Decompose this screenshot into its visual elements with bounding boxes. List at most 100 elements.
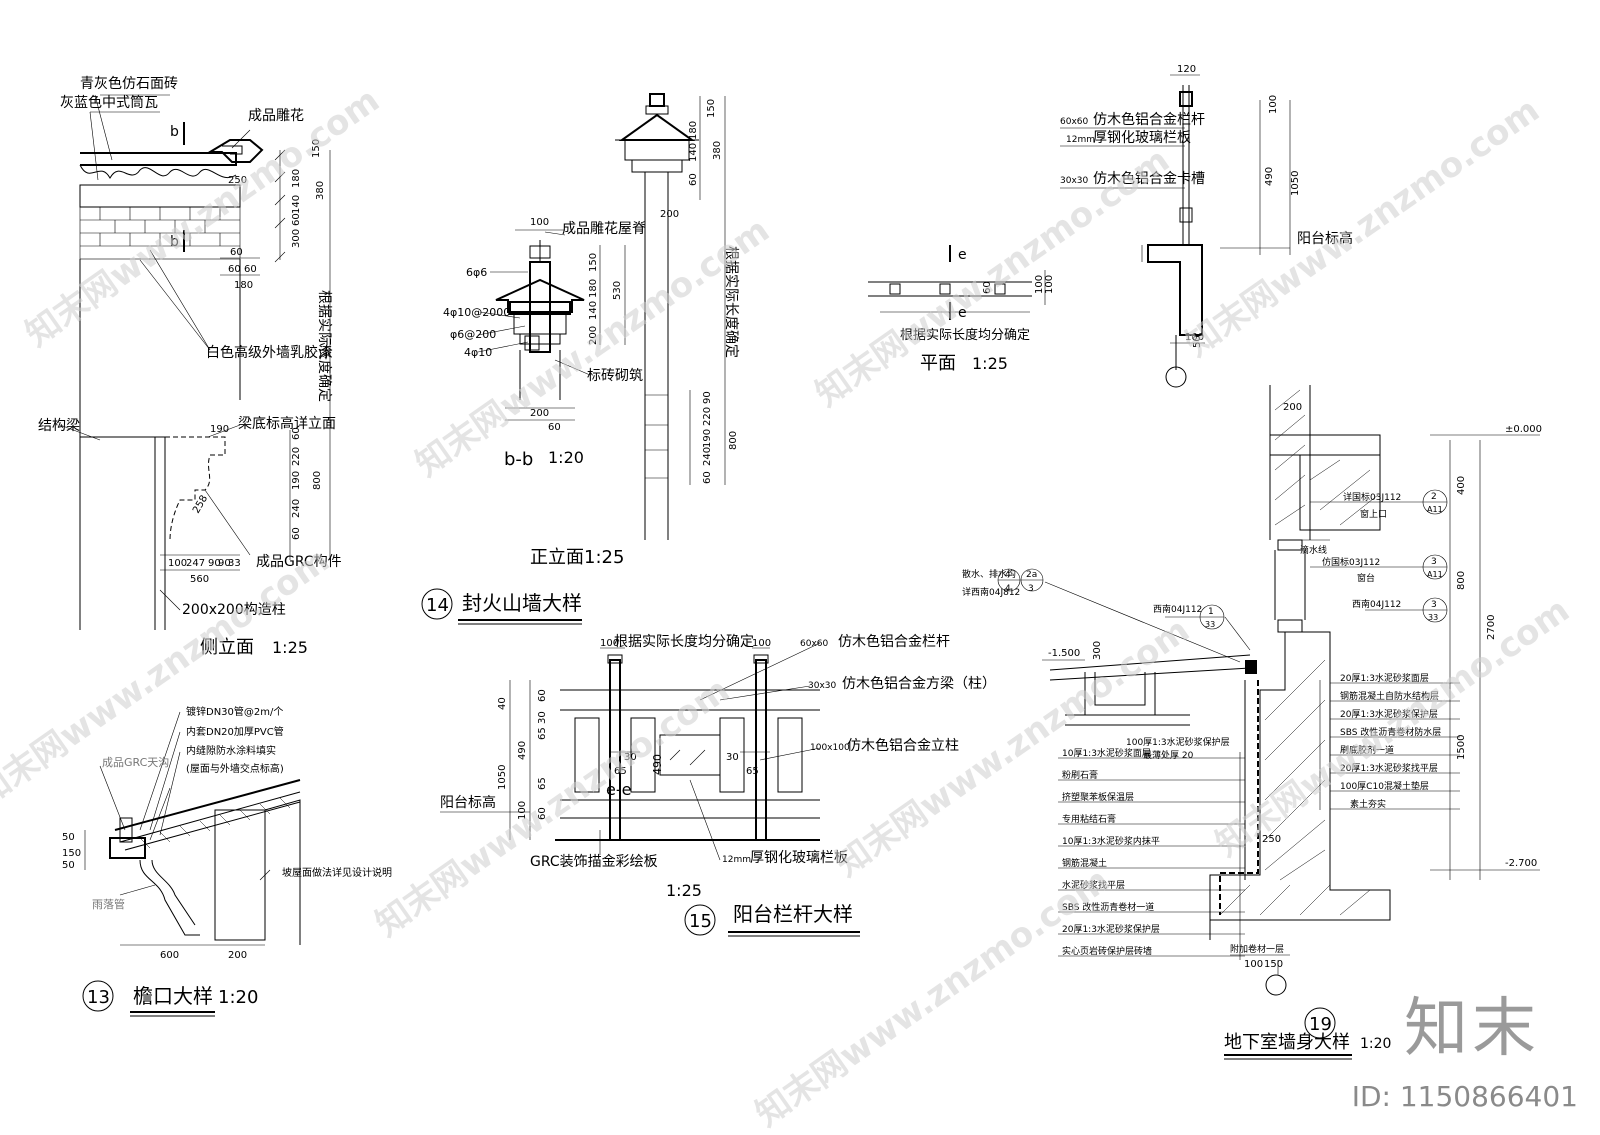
front-elevation-dims: 150 180 380 140 60 200 90 220 800 190 24… [660, 99, 739, 484]
railing-section-drawing [1060, 74, 1291, 388]
svg-text:30: 30 [537, 711, 548, 724]
ref-2-n: 3 [1431, 600, 1437, 610]
plan-length-label: 根据实际长度均分确定 [900, 327, 1030, 343]
basement-number: 19 [1309, 1014, 1332, 1035]
svg-text:90: 90 [702, 391, 713, 404]
svg-text:钢筋混凝土自防水结构层: 钢筋混凝土自防水结构层 [1340, 690, 1439, 702]
svg-text:刷底胶剂一道: 刷底胶剂一道 [1340, 744, 1394, 756]
balcony-label-rail: 仿木色铝合金栏杆 [838, 633, 950, 650]
ref-0-sub: 窗上口 [1360, 508, 1387, 520]
svg-text:180: 180 [234, 280, 253, 291]
detail-circle-15 [684, 904, 716, 936]
label-length-front: 根据实际长度确定 [723, 246, 739, 358]
svg-text:100: 100 [1244, 959, 1263, 970]
ref-3-n: 1 [1208, 607, 1214, 617]
fire-wall-number: 14 [426, 595, 449, 616]
balcony-label-post: 仿木色铝合金立柱 [847, 737, 959, 754]
detail-circle-19 [1304, 1007, 1336, 1039]
plan-section-mark-top: e [958, 247, 967, 263]
extra-layer: 附加卷材一层 [1230, 943, 1284, 955]
svg-text:200: 200 [228, 950, 247, 961]
drip-label: 滴水线 [1300, 544, 1327, 556]
svg-text:100: 100 [1044, 275, 1055, 294]
svg-text:1500: 1500 [1456, 735, 1467, 760]
protect-label: 100厚1:3水泥砂浆保护层 [1126, 736, 1230, 748]
svg-text:400: 400 [1456, 476, 1467, 495]
svg-text:100: 100 [517, 801, 528, 820]
svg-text:30: 30 [726, 752, 739, 763]
svg-text:水泥砂浆找平层: 水泥砂浆找平层 [1062, 879, 1125, 891]
label-ridge: 成品雕花屋脊 [562, 221, 646, 237]
label-roof-tile: 灰蓝色中式筒瓦 [60, 94, 158, 111]
svg-text:250: 250 [1262, 834, 1281, 845]
svg-text:100: 100 [752, 638, 771, 649]
svg-text:240: 240 [291, 499, 302, 518]
eave-label-downpipe: 雨落管 [92, 897, 125, 911]
rebar-4phi10-2000: 4φ10@2000 [443, 306, 510, 319]
svg-text:钢筋混凝土: 钢筋混凝土 [1062, 857, 1107, 869]
spec-12mm: 12mm [1066, 135, 1095, 145]
balcony-label-level: 阳台标高 [440, 794, 496, 811]
basement-title: 地下室墙身大样 [1224, 1032, 1350, 1053]
side-elevation-dims: 150 180 380 140 60 300 60 220 800 190 24… [168, 139, 326, 585]
side-elevation-title: 侧立面 [200, 637, 254, 658]
label-column: 200x200构造柱 [182, 602, 286, 618]
label-length-side: 根据实际长度确定 [316, 290, 332, 402]
svg-text:240: 240 [702, 447, 713, 466]
label-stone-tile: 青灰色仿石面砖 [80, 75, 178, 92]
ref-1-text: 仿国标03J112 [1322, 556, 1380, 568]
plan-scale: 1:25 [972, 354, 1008, 373]
svg-text:90: 90 [218, 558, 231, 569]
svg-text:20厚1:3水泥砂浆面层: 20厚1:3水泥砂浆面层 [1340, 672, 1429, 684]
balcony-title: 阳台栏杆大样 [733, 902, 853, 926]
svg-text:100: 100 [1185, 332, 1204, 343]
label-slot: 仿木色铝合金卡槽 [1093, 170, 1205, 187]
drain-mark-2: 4 [1005, 584, 1011, 594]
svg-text:60: 60 [702, 471, 713, 484]
svg-text:200: 200 [1283, 402, 1302, 413]
eave-label-pipe: 镀锌DN30管@2m/个 [186, 705, 283, 718]
svg-text:220: 220 [702, 407, 713, 426]
svg-text:60: 60 [982, 281, 993, 294]
rebar-4phi10: 4φ10 [464, 346, 492, 359]
svg-text:60: 60 [228, 264, 241, 275]
label-glass: 厚钢化玻璃栏板 [1093, 129, 1191, 146]
bb-section-scale: 1:20 [548, 448, 584, 467]
layers-right: 20厚1:3水泥砂浆面层 钢筋混凝土自防水结构层 20厚1:3水泥砂浆保护层 S… [1340, 672, 1441, 810]
plan-title: 平面 [920, 353, 956, 374]
svg-text:20厚1:3水泥砂浆保护层: 20厚1:3水泥砂浆保护层 [1340, 708, 1438, 720]
svg-text:60: 60 [548, 422, 561, 433]
svg-text:10厚1:3水泥砂浆内抹平: 10厚1:3水泥砂浆内抹平 [1062, 835, 1160, 847]
svg-text:60: 60 [537, 807, 548, 820]
detail-circle-13 [82, 980, 114, 1012]
rebar-6phi6: 6φ6 [466, 266, 487, 279]
drain-mark-1: 2a [1026, 570, 1037, 580]
eave-number: 13 [87, 987, 110, 1008]
svg-text:150: 150 [1264, 959, 1283, 970]
svg-text:190: 190 [702, 429, 713, 448]
svg-text:素土夯实: 素土夯实 [1350, 798, 1386, 810]
svg-text:60: 60 [291, 527, 302, 540]
svg-text:380: 380 [315, 181, 326, 200]
svg-text:40: 40 [497, 697, 508, 710]
svg-text:600: 600 [160, 950, 179, 961]
spec-balcony-100x100: 100x100 [810, 743, 850, 753]
svg-text:800: 800 [312, 471, 323, 490]
ref-2-text: 西南04J112 [1352, 598, 1401, 610]
basement-elev-0: ±0.000 [1505, 424, 1542, 435]
svg-text:140: 140 [588, 301, 599, 320]
svg-text:60: 60 [291, 427, 302, 440]
svg-text:100: 100 [168, 558, 187, 569]
detail-circle-14 [421, 588, 453, 620]
svg-text:30: 30 [624, 752, 637, 763]
svg-text:60: 60 [291, 213, 302, 226]
svg-text:800: 800 [728, 431, 739, 450]
ref-3-d: 33 [1205, 620, 1215, 629]
drain-label: 散水、排水沟 [962, 568, 1016, 580]
svg-text:150: 150 [588, 253, 599, 272]
svg-text:50: 50 [62, 860, 75, 871]
svg-text:实心页岩砖保护层砖墙: 实心页岩砖保护层砖墙 [1062, 945, 1152, 957]
balcony-label-beam: 仿木色铝合金方梁（柱） [842, 675, 996, 692]
svg-text:65: 65 [537, 727, 548, 740]
protect-sub: 最薄处厚 20 [1143, 749, 1194, 761]
